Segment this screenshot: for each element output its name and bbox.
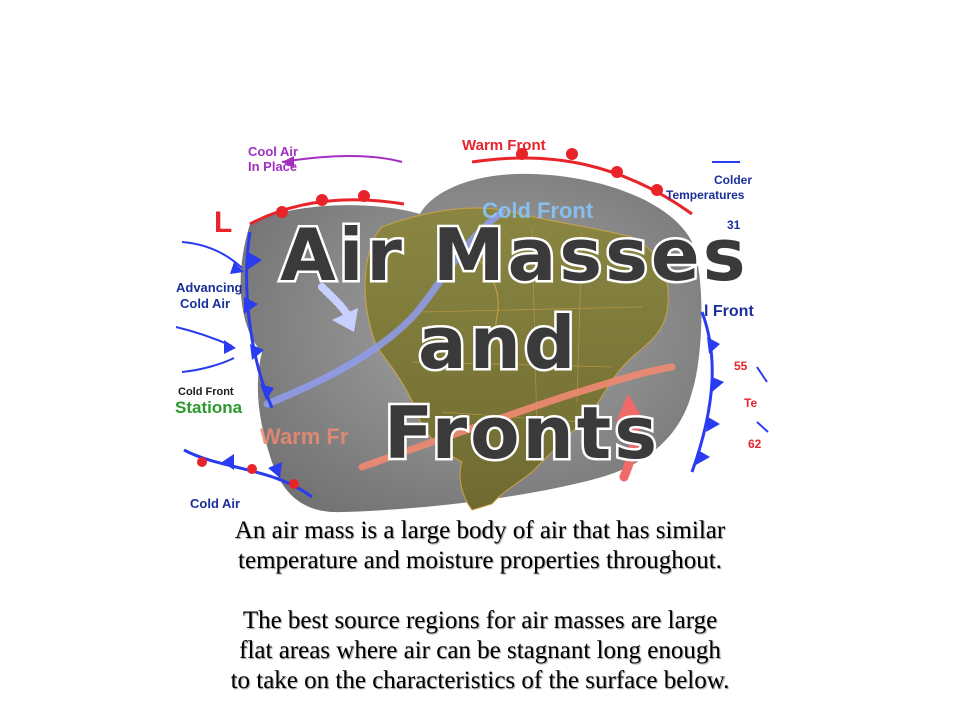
cool-air-label-2: In Place: [248, 159, 297, 174]
warm-front-line: [358, 363, 676, 471]
value-62-label: 62: [748, 437, 762, 451]
cold-air-arrow: [318, 283, 351, 318]
warm-front-label-bottom: Warm Fr: [260, 424, 349, 449]
front-label-right: l Front: [704, 303, 754, 320]
title-line-1: Air Masses: [280, 213, 749, 297]
caption-paragraph-source-regions: The best source regions for air masses a…: [150, 606, 810, 696]
air-masses-fronts-illustration: L Cool Air In Place Warm Front Cold Fron…: [172, 132, 772, 514]
title-line-2: and: [418, 301, 578, 385]
cold-front-line: [263, 208, 506, 408]
caption-line: The best source regions for air masses a…: [242, 607, 718, 634]
low-pressure-symbol: L: [214, 206, 232, 239]
caption-line: to take on the characteristics of the su…: [230, 667, 730, 694]
caption-line: temperature and moisture properties thro…: [238, 547, 722, 574]
cold-front-label-center: Cold Front: [482, 198, 594, 223]
value-55-label: 55: [734, 359, 748, 373]
cool-air-arrow: [281, 155, 403, 163]
temperature-partial-label: Te: [744, 396, 757, 410]
caption-line: flat areas where air can be stagnant lon…: [239, 637, 721, 664]
advancing-cold-air-label-2: Cold Air: [180, 296, 230, 311]
cold-air-label-bottom: Cold Air: [190, 496, 240, 511]
slide-caption: An air mass is a large body of air that …: [150, 516, 810, 696]
illustration-title: Air Masses and Fronts: [278, 211, 749, 478]
warm-front-symbol-top-right: [471, 156, 693, 216]
cool-air-label-1: Cool Air: [248, 144, 298, 159]
caption-paragraph-definition: An air mass is a large body of air that …: [150, 516, 810, 576]
caption-line: An air mass is a large body of air that …: [234, 517, 726, 544]
colder-temperatures-value: 31: [727, 218, 741, 232]
stationary-front-label: Stationa: [175, 398, 243, 417]
cold-front-symbol-right: [690, 311, 714, 473]
advancing-cold-air-label-1: Advancing: [176, 280, 243, 295]
colder-temperatures-label-2: Temperatures: [666, 188, 745, 202]
colder-temperatures-label-1: Colder: [714, 173, 752, 187]
warm-front-label-top: Warm Front: [462, 137, 546, 154]
cold-front-label-left: Cold Front: [178, 386, 234, 398]
title-line-3: Fronts: [384, 391, 660, 475]
